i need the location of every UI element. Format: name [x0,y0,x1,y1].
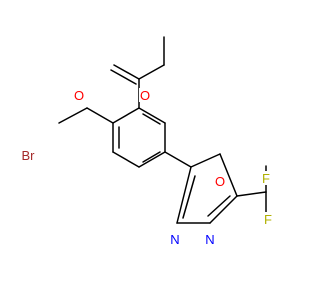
bond-ring-inner-3 [142,151,161,163]
bond-ring-2 [112,107,140,124]
atom-br: Br [17,148,39,163]
bond-ch2-br [58,107,88,124]
bond-ring-6 [112,151,140,168]
atom-label-f-bottom: F [264,212,272,227]
atom-label-o-ketone: O [74,88,84,103]
bond-oxa-double-1 [182,175,196,219]
bond-ring-ch2 [86,107,114,124]
bond-oxa-o-c5 [219,153,238,197]
bond-oxa-c5-n [209,195,238,224]
atom-o-ketone: O [73,88,85,103]
methyl-ester-group [110,36,165,109]
molecule-structure: O O Br O N N F F [17,36,274,247]
bond-ring-inner-2 [142,113,161,125]
bond-ring-oxadiazole [164,151,192,168]
atom-n-left: N [169,232,181,247]
bond-oxa-n-c2 [176,166,192,224]
atom-label-br: Br [22,148,36,163]
bromomethyl-group [58,107,114,124]
atom-f-top: F [260,171,272,186]
bond-oxa-double-2 [207,195,231,217]
atom-f-bottom: F [262,212,274,227]
atom-o-ester: O [139,88,151,103]
atom-label-o-ester: O [140,88,150,103]
bond-carbonyl-ester-o [138,64,165,80]
atom-n-right: N [204,232,216,247]
bond-ring-5 [138,151,166,168]
atom-label-n-right: N [205,232,214,247]
bond-carbonyl-double-1 [113,64,140,80]
bond-carbonyl-double-2 [110,69,137,85]
bond-c5-chf2 [236,191,267,197]
atom-label-f-top: F [262,171,270,186]
atom-o-ring: O [214,174,226,189]
benzene-ring [112,107,166,168]
atom-label-n-left: N [170,232,179,247]
bond-ring-3 [138,107,166,124]
bond-oxa-c2-o [190,153,221,168]
oxadiazole-ring [164,151,238,224]
atom-label-o-ring: O [215,174,225,189]
